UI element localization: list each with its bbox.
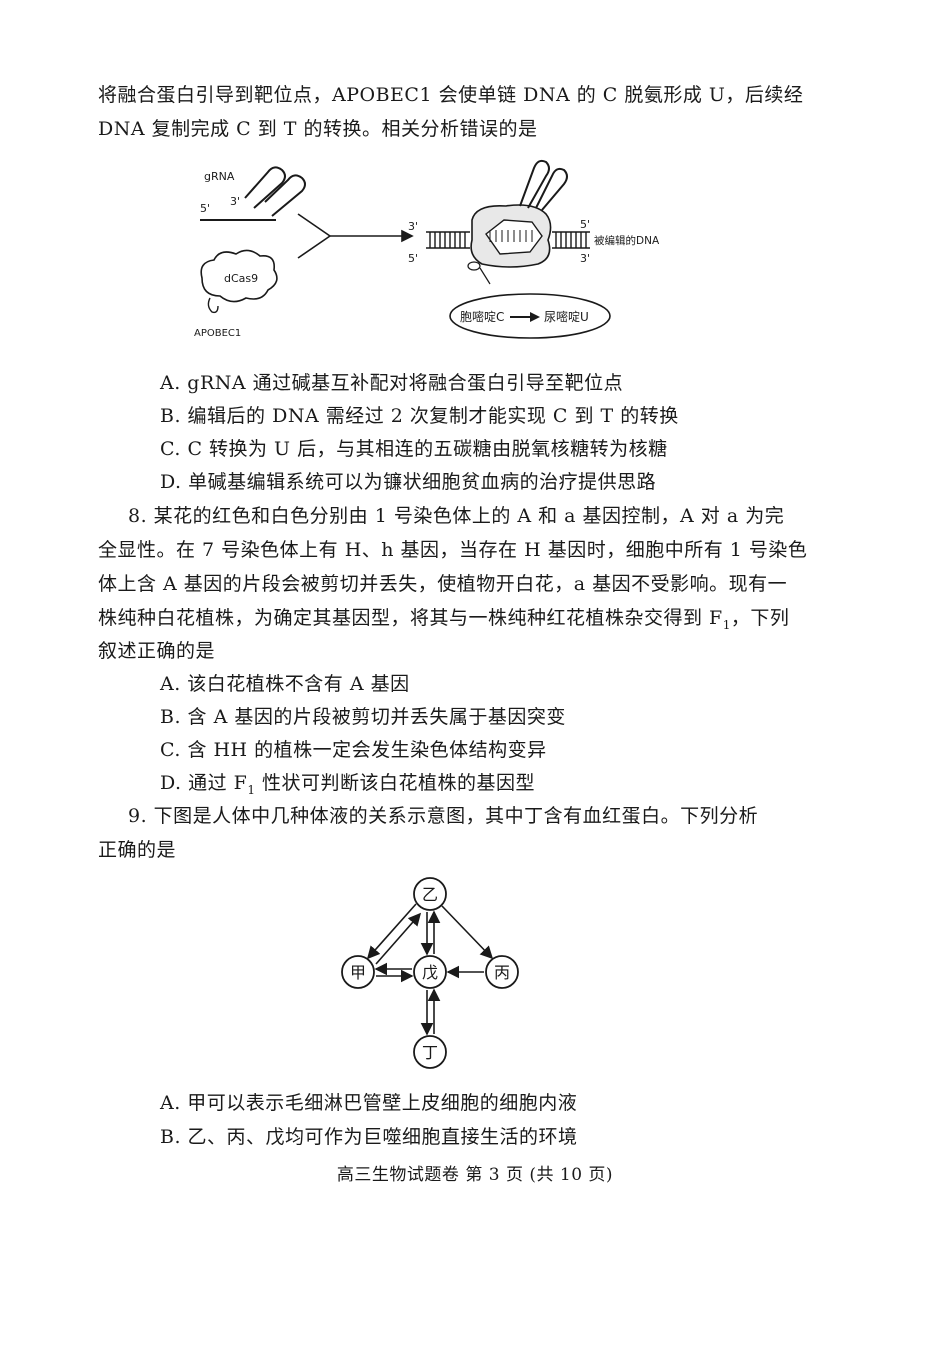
node-ding (413, 1035, 447, 1069)
edited-dna-label: 被编辑的DNA (594, 234, 660, 247)
apobec1-label: APOBEC1 (194, 328, 241, 339)
q7-option-c: C. C 转换为 U 后，与其相连的五碳糖由脱氧核糖转为核糖 (160, 438, 668, 460)
q7-option-a: A. gRNA 通过碱基互补配对将融合蛋白引导至靶位点 (160, 372, 624, 394)
q8-stem-line-5: 叙述正确的是 (98, 640, 216, 662)
cytosine-label: 胞嘧啶C (460, 310, 504, 324)
intro-line-1: 将融合蛋白引导到靶位点，APOBEC1 会使单链 DNA 的 C 脱氨形成 U，… (98, 84, 804, 106)
q8-option-a: A. 该白花植株不含有 A 基因 (160, 673, 410, 695)
node-wu-label: 戊 (422, 963, 438, 982)
node-bing-label: 丙 (494, 963, 510, 982)
q8-stem-line-2: 全显性。在 7 号染色体上有 H、h 基因，当存在 H 基因时，细胞中所有 1 … (98, 539, 808, 561)
q9-option-b: B. 乙、丙、戊均可作为巨噬细胞直接生活的环境 (160, 1126, 578, 1148)
intro-line-2: DNA 复制完成 C 到 T 的转换。相关分析错误的是 (98, 118, 538, 140)
node-yi (413, 877, 447, 911)
grna-bound-icon (519, 159, 568, 211)
grna-label: gRNA (204, 170, 235, 183)
node-yi-label: 乙 (422, 885, 438, 904)
three-prime-left: 3' (230, 195, 240, 208)
combine-arrow-icon (297, 213, 414, 259)
five-prime-top-right: 5' (580, 218, 590, 231)
five-prime-left: 5' (200, 202, 210, 215)
node-bing (485, 955, 519, 989)
q7-option-b: B. 编辑后的 DNA 需经过 2 次复制才能实现 C 到 T 的转换 (160, 405, 679, 427)
q8-stem-line-3: 体上含 A 基因的片段会被剪切并丢失，使植物开白花，a 基因不受影响。现有一 (98, 573, 788, 595)
dna-ladder (426, 231, 590, 249)
q8-option-c: C. 含 HH 的植株一定会发生染色体结构变异 (160, 739, 547, 761)
node-jia (341, 955, 375, 989)
node-ding-label: 丁 (422, 1043, 438, 1062)
dcas9-cloud-icon (200, 249, 278, 303)
three-prime-top-left: 3' (408, 220, 418, 233)
uracil-label: 尿嘧啶U (544, 310, 589, 324)
page-footer: 高三生物试题卷 第 3 页 (共 10 页) (336, 1165, 614, 1185)
q9-stem-line-1: 9. 下图是人体中几种体液的关系示意图，其中丁含有血红蛋白。下列分析 (128, 805, 759, 827)
conversion-arrow-icon (510, 312, 540, 322)
dcas9-label: dCas9 (224, 272, 258, 285)
q7-option-d: D. 单碱基编辑系统可以为镰状细胞贫血病的治疗提供思路 (160, 471, 657, 493)
q8-option-d: D. 通过 F1 性状可判断该白花植株的基因型 (160, 772, 536, 797)
grna-hairpin-icon (200, 166, 306, 221)
q8-stem-line-4: 株纯种白花植株，为确定其基因型，将其与一株纯种红花植株杂交得到 F1，下列 (98, 607, 790, 632)
three-prime-bottom-right: 3' (580, 252, 590, 265)
body-fluid-diagram: 乙 甲 戊 丙 丁 (341, 877, 519, 1069)
q8-option-b: B. 含 A 基因的片段被剪切并丢失属于基因突变 (160, 706, 566, 728)
q8-stem-line-1: 8. 某花的红色和白色分别由 1 号染色体上的 A 和 a 基因控制，A 对 a… (128, 505, 785, 527)
arrow-yi-to-jia (366, 903, 417, 960)
base-editing-diagram: gRNA 5' 3' dCas9 APOBEC1 3' 5' 5' 3' 被编辑… (194, 159, 660, 339)
arrow-yi-to-bing (441, 905, 494, 960)
node-jia-label: 甲 (350, 963, 366, 982)
q9-option-a: A. 甲可以表示毛细淋巴管壁上皮细胞的细胞内液 (160, 1092, 578, 1114)
five-prime-bottom-left: 5' (408, 252, 418, 265)
q9-stem-line-2: 正确的是 (98, 839, 177, 861)
arrow-jia-to-yi (375, 912, 422, 965)
node-wu (413, 955, 447, 989)
